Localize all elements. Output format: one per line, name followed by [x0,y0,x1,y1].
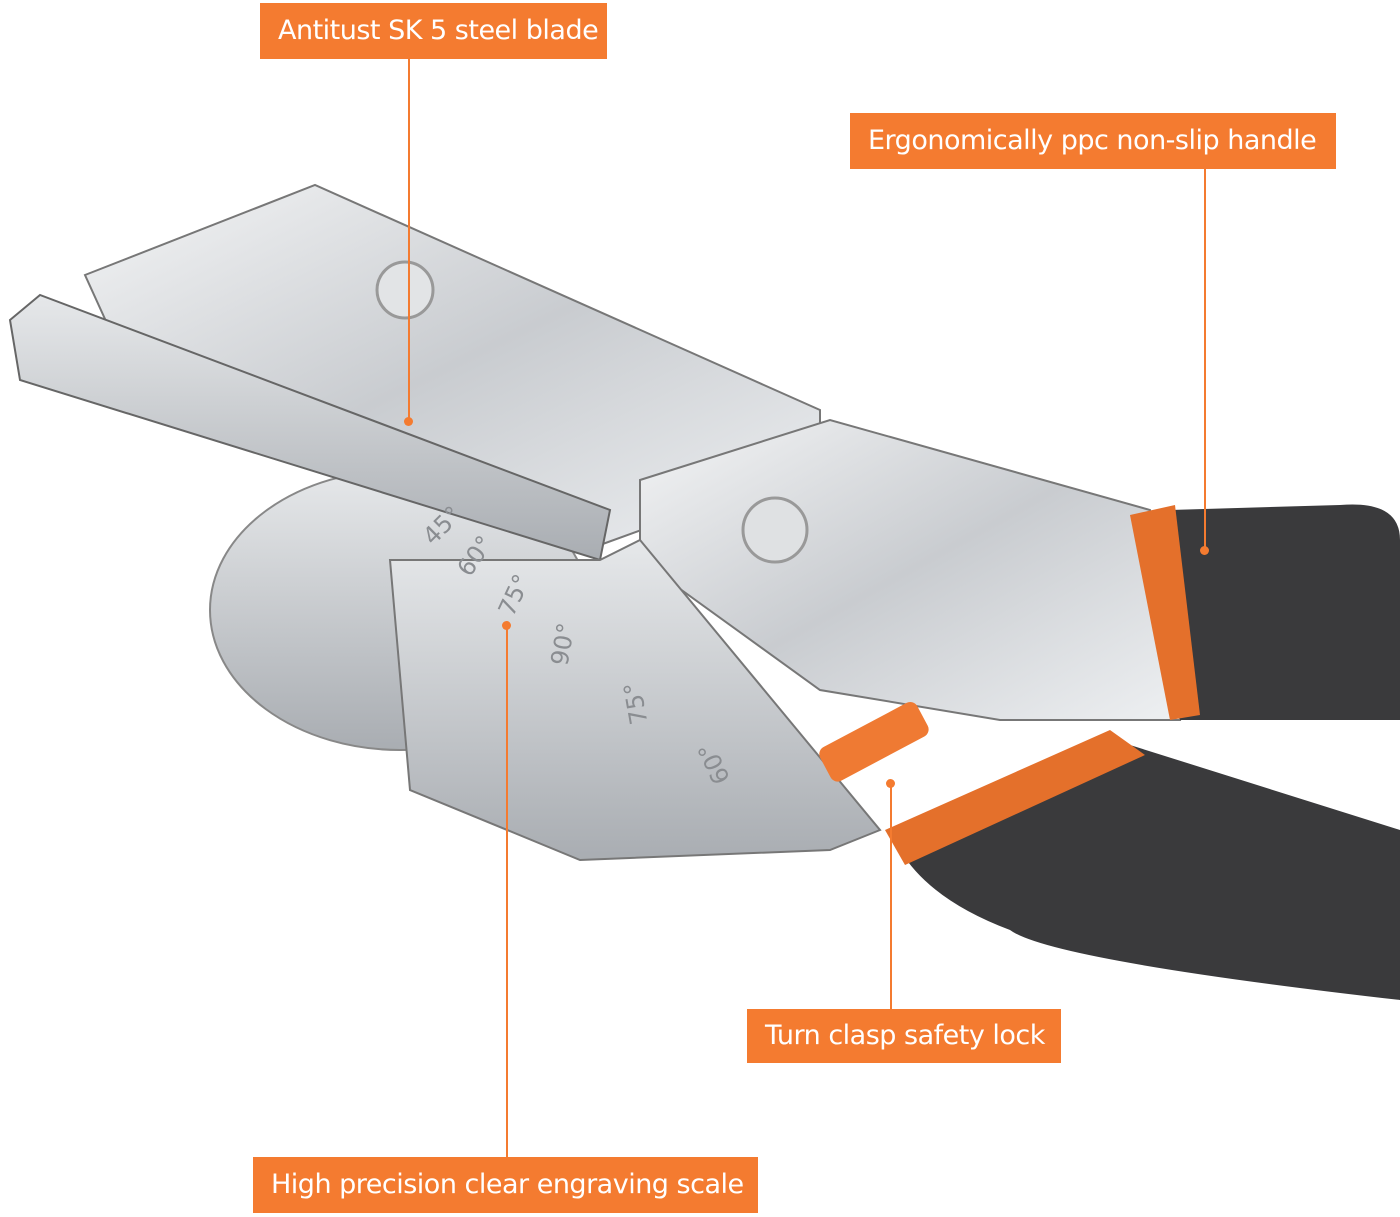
blade-screw [375,260,435,320]
pivot-icon [741,496,809,564]
callout-dot [404,417,413,426]
callout-blade: Antitust SK 5 steel blade [260,3,607,59]
lower-handle [900,745,1400,1000]
callout-handle: Ergonomically ppc non-slip handle [850,113,1336,169]
callout-line [890,783,892,1011]
callout-line [408,59,410,421]
callout-dot [1200,546,1209,555]
callout-line [506,625,508,1157]
callout-dot [502,621,511,630]
lower-handle-band [885,730,1145,865]
upper-handle-band [1130,505,1200,720]
callout-scale: High precision clear engraving scale [253,1157,758,1213]
callout-dot [886,779,895,788]
safety-lock [819,701,929,782]
callout-lock: Turn clasp safety lock [747,1009,1061,1063]
upper-handle [1170,504,1400,720]
anvil-plate [8,293,612,562]
scale-plate [388,538,882,862]
callout-line [1204,168,1206,550]
